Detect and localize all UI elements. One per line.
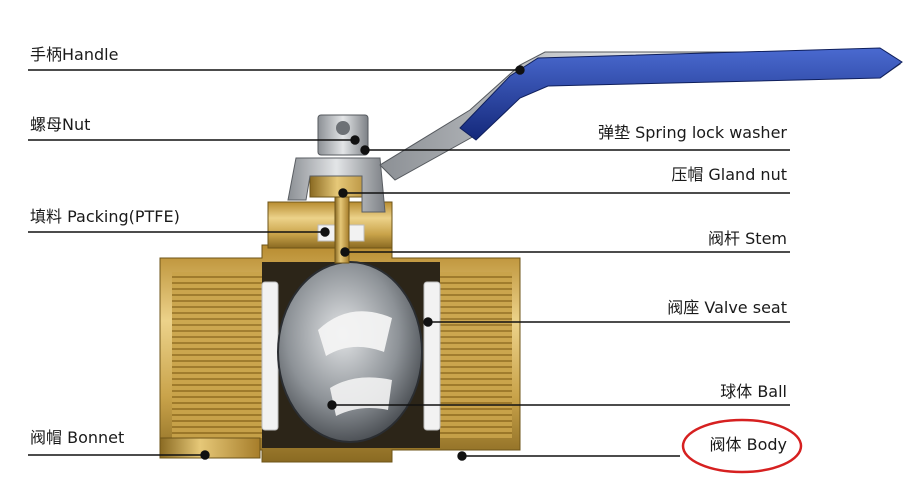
valve-seat-left [261, 281, 279, 431]
ball [277, 261, 423, 443]
label-bonnet: 阀帽 Bonnet [30, 428, 125, 447]
valve-seat-right [423, 281, 441, 431]
lever-bracket [287, 157, 386, 213]
handle-grip [459, 47, 903, 141]
label-body: 阀体 Body [709, 435, 787, 454]
label-spring-lock-washer: 弹垫 Spring lock washer [598, 123, 787, 142]
nut [317, 114, 369, 156]
label-valve-seat: 阀座 Valve seat [667, 298, 787, 317]
bonnet [159, 437, 261, 459]
highlight-circle [681, 418, 803, 474]
label-ball: 球体 Ball [720, 382, 787, 401]
label-handle: 手柄Handle [30, 45, 119, 64]
leader-lines [28, 65, 790, 461]
label-gland-nut: 压帽 Gland nut [671, 165, 787, 184]
label-packing: 填料 Packing(PTFE) [30, 207, 180, 226]
label-stem: 阀杆 Stem [708, 229, 787, 248]
label-nut: 螺母Nut [30, 115, 91, 134]
